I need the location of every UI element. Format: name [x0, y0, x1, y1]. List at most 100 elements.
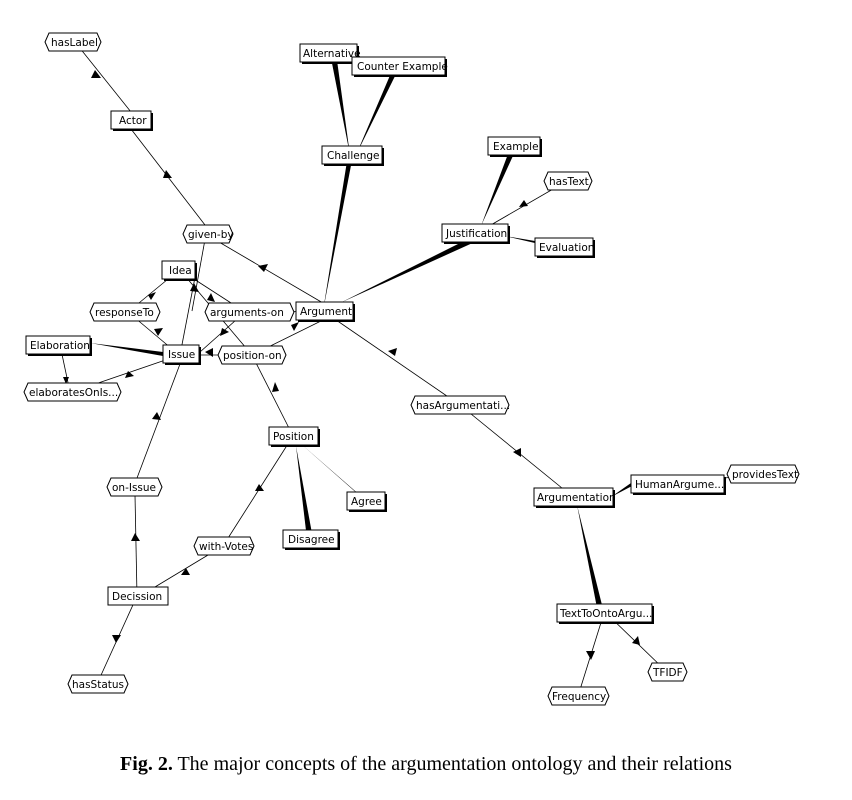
- arrow-positionon: [205, 348, 213, 357]
- edge-idea-givenby: [191, 233, 207, 312]
- node-onissue[interactable]: on-Issue: [106, 477, 163, 497]
- arrow-frequency: [586, 651, 595, 660]
- node-idea[interactable]: Idea: [161, 260, 197, 281]
- node-actor[interactable]: Actor: [110, 110, 153, 131]
- arrow-hasstatus: [112, 635, 121, 643]
- node-humanargume[interactable]: HumanArgume...: [630, 474, 726, 495]
- node-issue-label: Issue: [168, 349, 195, 361]
- node-decission[interactable]: Decission: [107, 586, 169, 606]
- node-withvotes-label: with-Votes: [199, 541, 253, 553]
- node-responseto-label: responseTo: [95, 307, 154, 319]
- node-decission-label: Decission: [112, 591, 162, 603]
- arrow-responseto-issue: [154, 328, 163, 336]
- edge-challenge-counterexample: [356, 66, 400, 155]
- arrow-argumentson: [207, 293, 215, 302]
- node-example[interactable]: Example: [487, 136, 542, 157]
- node-texttoontoargu[interactable]: TextToOntoArgu...: [556, 603, 654, 624]
- edge-elaboration-issue: [90, 343, 163, 356]
- node-evaluation[interactable]: Evaluation: [534, 237, 595, 258]
- node-agree-label: Agree: [351, 496, 382, 508]
- node-position-label: Position: [273, 431, 314, 443]
- node-humanargume-label: HumanArgume...: [635, 479, 724, 491]
- node-positionon[interactable]: position-on: [217, 345, 287, 365]
- node-elaboratesonis-label: elaboratesOnIs...: [29, 387, 118, 399]
- edge-actor-haslabel: [74, 41, 132, 113]
- node-hastext-label: hasText: [549, 176, 589, 188]
- node-argument[interactable]: Argument: [295, 301, 355, 322]
- node-evaluation-label: Evaluation: [539, 242, 594, 254]
- node-disagree[interactable]: Disagree: [282, 529, 340, 550]
- node-providestext-label: providesText: [732, 469, 798, 481]
- arrow-hasargumentati: [388, 348, 397, 356]
- node-alternative-label: Alternative: [303, 48, 361, 60]
- edge-argument-hasargumentati: [322, 310, 461, 406]
- figure-caption: Fig. 2. The major concepts of the argume…: [0, 753, 852, 776]
- node-argumentson[interactable]: arguments-on: [204, 302, 295, 322]
- node-positionon-label: position-on: [223, 350, 282, 362]
- node-frequency[interactable]: Frequency: [547, 686, 610, 706]
- node-hasargumentati-label: hasArgumentati...: [416, 400, 510, 412]
- node-withvotes[interactable]: with-Votes: [193, 536, 255, 556]
- node-givenby[interactable]: given-by: [182, 224, 234, 244]
- node-elaboration[interactable]: Elaboration: [25, 335, 92, 356]
- arrow-issue-elaborates: [125, 371, 134, 378]
- node-tfidf[interactable]: TFIDF: [647, 662, 688, 682]
- node-hasstatus[interactable]: hasStatus: [67, 674, 129, 694]
- node-hastext[interactable]: hasText: [543, 171, 593, 191]
- arrow-givenby: [258, 264, 268, 272]
- edges-thick: [90, 53, 632, 613]
- arrow-haslabel: [91, 70, 101, 78]
- node-counterexample[interactable]: Counter Example: [351, 56, 448, 77]
- node-frequency-label: Frequency: [552, 691, 606, 703]
- node-providestext[interactable]: providesText: [726, 464, 800, 484]
- arrow-decission-onissue: [131, 533, 140, 541]
- ontology-graph: hasLabel Actor Alternative Counter Examp…: [23, 32, 800, 706]
- edge-argumentation-humanargume: [611, 483, 632, 497]
- node-elaboration-label: Elaboration: [30, 340, 90, 352]
- edge-argumentation-texttoonto: [577, 505, 604, 613]
- arrow-elaborates: [63, 377, 69, 384]
- edge-position-agree: [300, 443, 368, 503]
- nodes: hasLabel Actor Alternative Counter Examp…: [23, 32, 800, 706]
- arrow-argumentation: [513, 448, 521, 457]
- figure-caption-text: The major concepts of the argumentation …: [177, 753, 732, 775]
- arrowheads: [63, 70, 640, 660]
- arrow-withvotes: [181, 568, 190, 575]
- node-argument-label: Argument: [300, 306, 352, 318]
- node-example-label: Example: [493, 141, 539, 153]
- node-challenge[interactable]: Challenge: [321, 145, 384, 166]
- node-texttoontoargu-label: TextToOntoArgu...: [559, 608, 652, 620]
- edge-argument-challenge: [323, 155, 353, 311]
- arrow-hastext: [519, 200, 528, 207]
- edge-justification-example: [481, 146, 517, 226]
- node-responseto[interactable]: responseTo: [89, 302, 161, 322]
- node-haslabel-label: hasLabel: [51, 37, 98, 49]
- node-counterexample-label: Counter Example: [357, 61, 448, 73]
- node-agree[interactable]: Agree: [346, 491, 387, 512]
- arrow-withvotes-up: [255, 484, 264, 491]
- node-haslabel[interactable]: hasLabel: [44, 32, 102, 52]
- arrow-tfidf: [632, 636, 640, 645]
- edge-argument-justification: [340, 236, 477, 303]
- arrow-argumentson-left: [291, 322, 299, 331]
- figure-caption-label: Fig. 2.: [120, 753, 173, 775]
- edge-onissue-issue: [133, 363, 181, 487]
- node-elaboratesonis[interactable]: elaboratesOnIs...: [23, 382, 122, 402]
- arrow-idea-up: [190, 283, 199, 292]
- node-disagree-label: Disagree: [288, 534, 335, 546]
- node-hasstatus-label: hasStatus: [72, 679, 124, 691]
- node-idea-label: Idea: [169, 265, 192, 277]
- edge-position-disagree: [296, 446, 313, 539]
- node-argumentation[interactable]: Argumentation: [533, 487, 616, 508]
- arrow-argumentson-issue: [220, 328, 229, 336]
- edge-position-positionon: [251, 354, 294, 437]
- node-hasargumentati[interactable]: hasArgumentati...: [410, 395, 510, 415]
- arrow-responseto: [148, 292, 156, 300]
- node-justification[interactable]: Justification: [441, 223, 510, 244]
- node-issue[interactable]: Issue: [162, 344, 201, 365]
- arrow-positionon-up: [272, 382, 279, 392]
- arrow-onissue: [152, 412, 161, 420]
- node-alternative[interactable]: Alternative: [299, 43, 361, 64]
- node-position[interactable]: Position: [268, 426, 320, 447]
- node-argumentation-label: Argumentation: [537, 492, 616, 504]
